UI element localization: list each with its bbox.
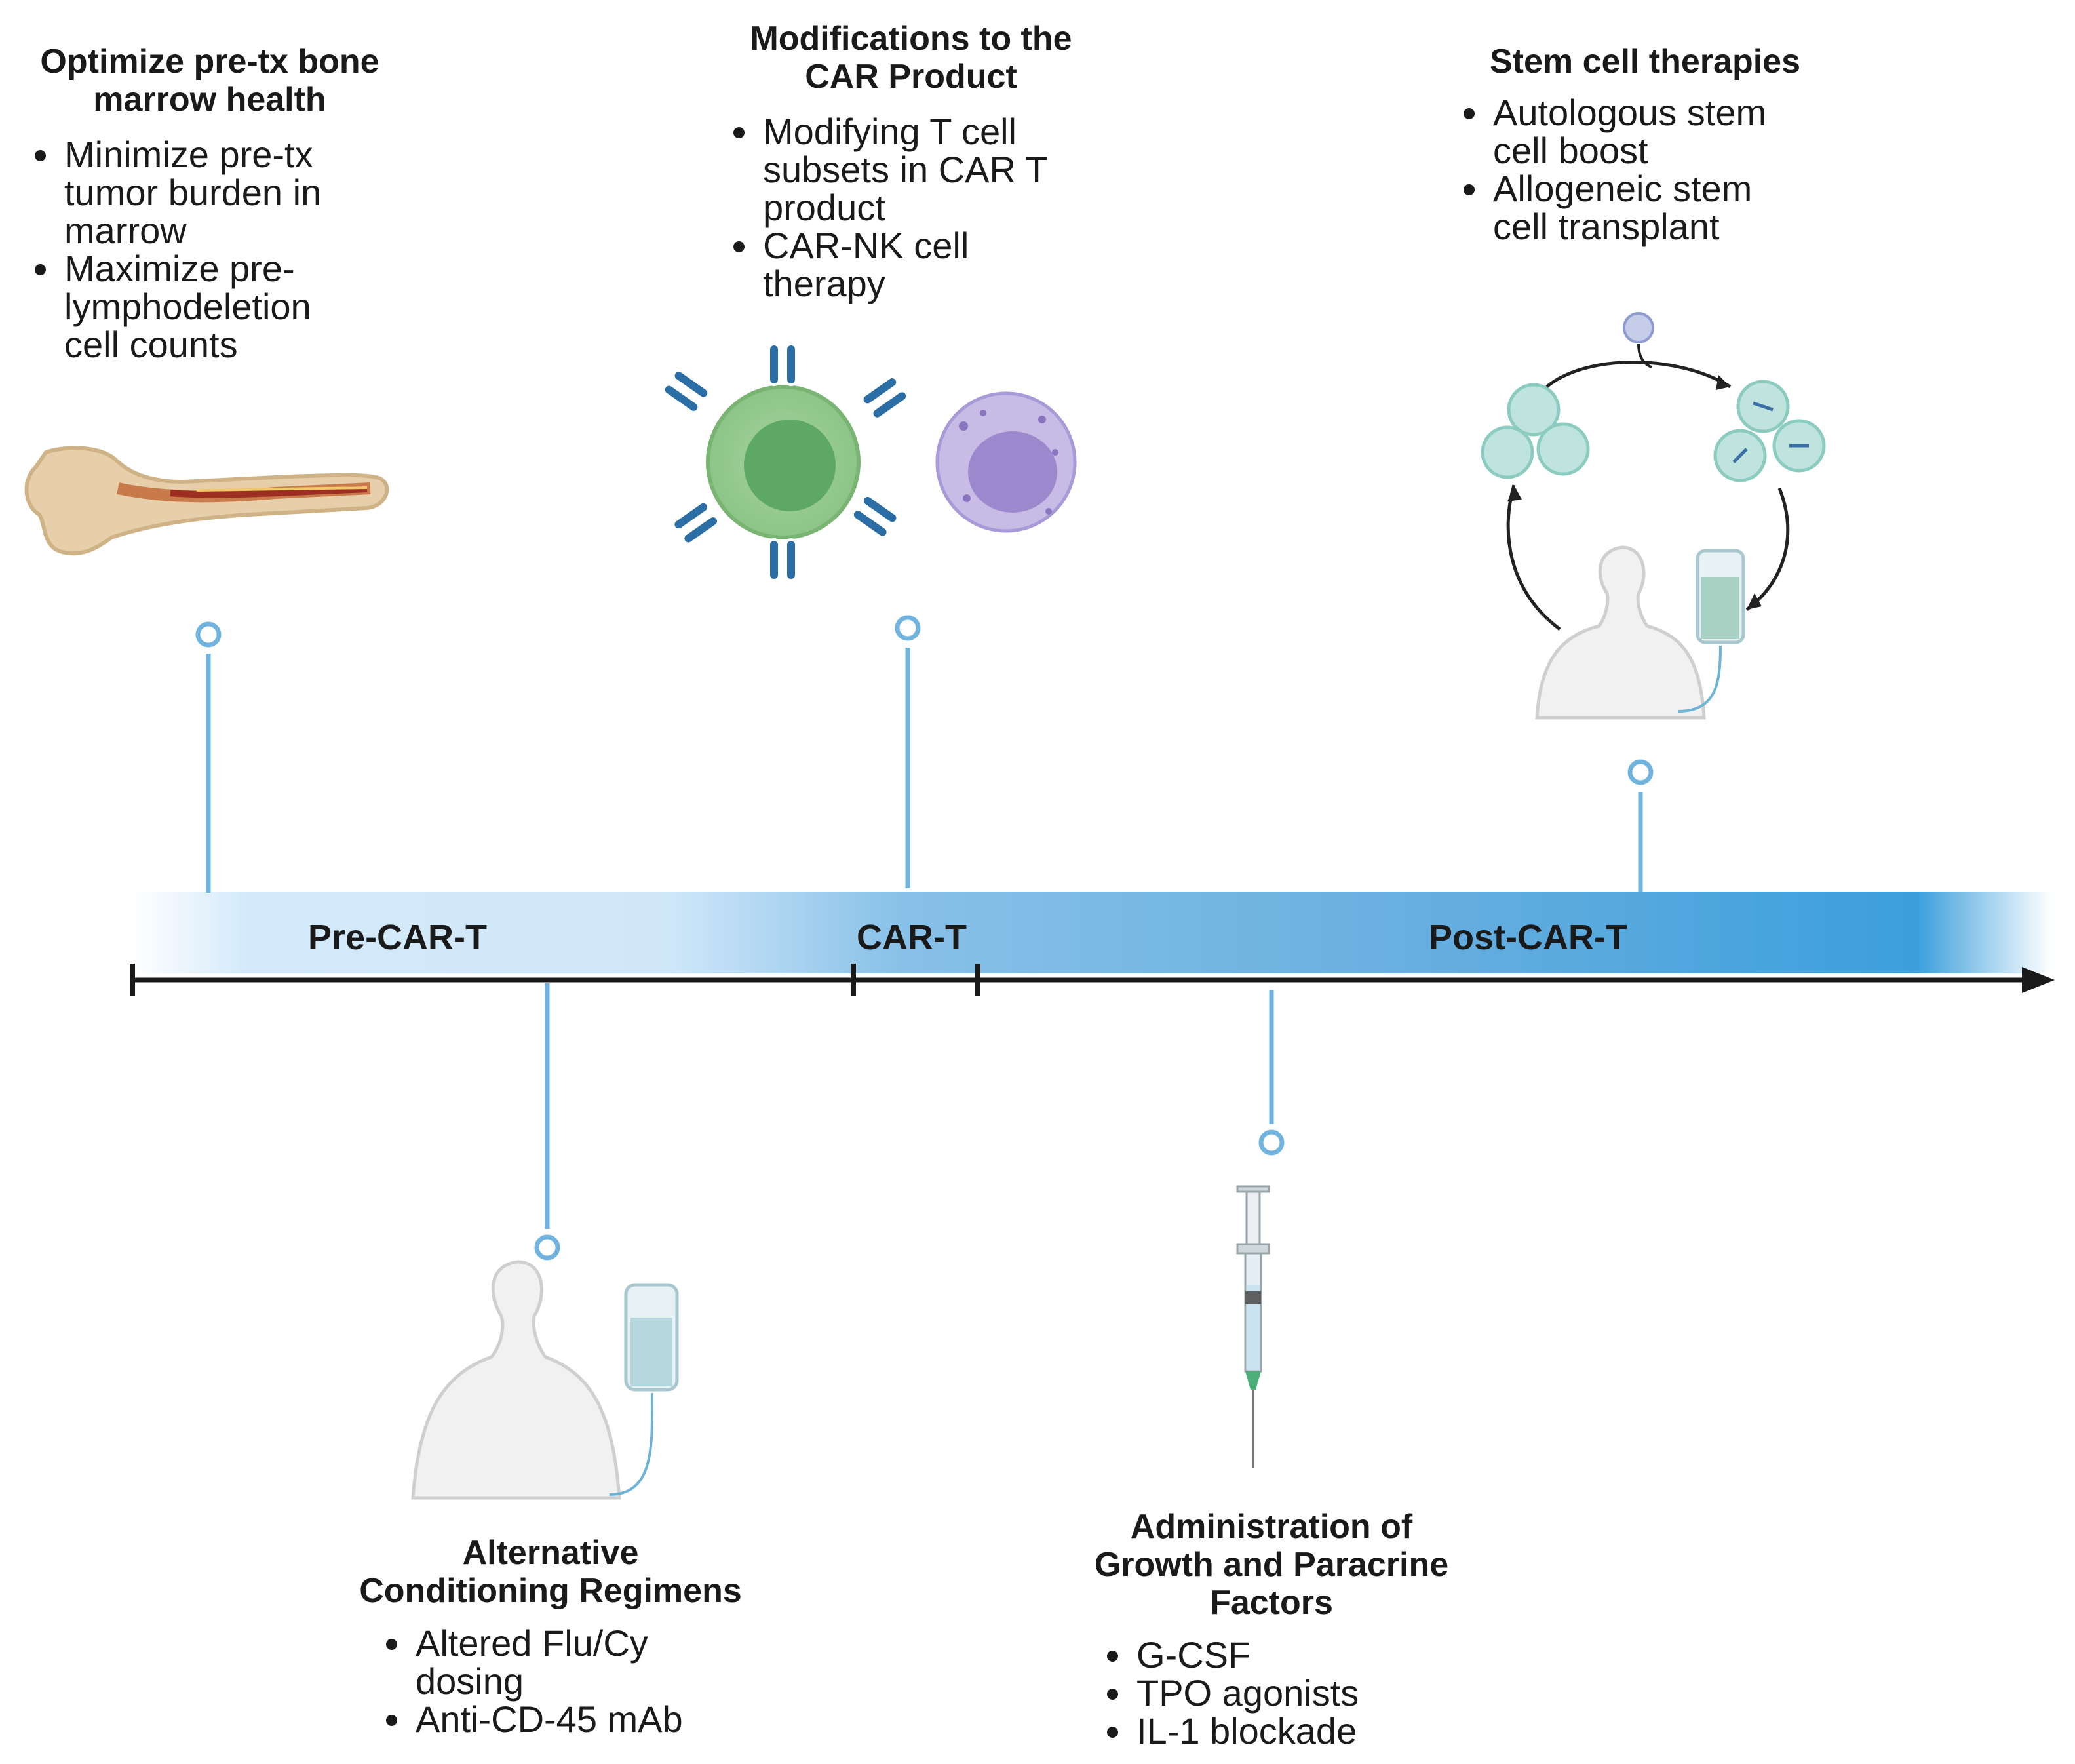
title-line: marrow health [93,81,326,119]
event-marrow: Optimize pre-tx bone marrow health Minim… [13,43,406,364]
timeline-axis [130,964,2055,996]
title-line: Alternative [462,1534,639,1572]
title-line: Administration of [1130,1508,1413,1546]
bullet-item: CAR-NK cell therapy [760,227,1114,303]
bullet-list: Altered Flu/Cy dosing Anti-CD-45 mAb [328,1624,773,1738]
bullet-item: G-CSF [1134,1636,1481,1674]
event-product: Modifications to the CAR Product Modifyi… [708,20,1114,303]
syringe-icon [1236,1185,1270,1468]
bullet-item: Allogeneic stem cell transplant [1490,170,1848,246]
title-line: Growth and Paracrine [1094,1546,1449,1584]
bullet-item: Altered Flu/Cy dosing [413,1624,773,1700]
bullet-list: Minimize pre-tx tumor burden in marrow M… [13,136,406,364]
bullet-list: Autologous stem cell boost Allogeneic st… [1442,94,1848,246]
bullet-item: IL-1 blockade [1134,1712,1481,1750]
phase-label-car: CAR-T [857,918,967,957]
phase-label-post: Post-CAR-T [1429,918,1627,957]
patient-iv-icon [411,1260,679,1500]
stem-cell-cycle-icon [1481,312,1826,720]
bullet-list: Modifying T cell subsets in CAR T produc… [708,113,1114,303]
event-title: Optimize pre-tx bone marrow health [13,43,406,119]
timeline-band [131,892,2051,973]
car-t-cell-icon [662,343,909,581]
connectors [195,615,1654,1261]
bullet-item: Minimize pre-tx tumor burden in marrow [62,136,406,250]
bullet-item: TPO agonists [1134,1674,1481,1712]
bullet-item: Maximize pre- lymphodeletion cell counts [62,250,406,364]
title-line: Conditioning Regimens [359,1572,742,1610]
nk-cell-icon [935,391,1077,533]
event-growth: Administration of Growth and Paracrine F… [1062,1508,1481,1750]
bullet-list: G-CSF TPO agonists IL-1 blockade [1062,1636,1481,1750]
event-title: Modifications to the CAR Product [708,20,1114,96]
bullet-item: Autologous stem cell boost [1490,94,1848,170]
title-line: Stem cell therapies [1490,43,1800,81]
bone-icon [24,446,389,556]
event-title: Administration of Growth and Paracrine F… [1062,1508,1481,1622]
title-line: Factors [1210,1584,1333,1622]
event-conditioning: Alternative Conditioning Regimens Altere… [328,1534,773,1738]
title-line: CAR Product [805,58,1017,96]
event-stem: Stem cell therapies Autologous stem cell… [1442,43,1848,246]
title-line: Modifications to the [750,20,1072,58]
title-line: Optimize pre-tx bone [40,43,379,81]
phase-label-pre: Pre-CAR-T [308,918,488,957]
event-title: Stem cell therapies [1442,43,1848,81]
bullet-item: Anti-CD-45 mAb [413,1700,773,1738]
bullet-item: Modifying T cell subsets in CAR T produc… [760,113,1114,227]
event-title: Alternative Conditioning Regimens [328,1534,773,1610]
